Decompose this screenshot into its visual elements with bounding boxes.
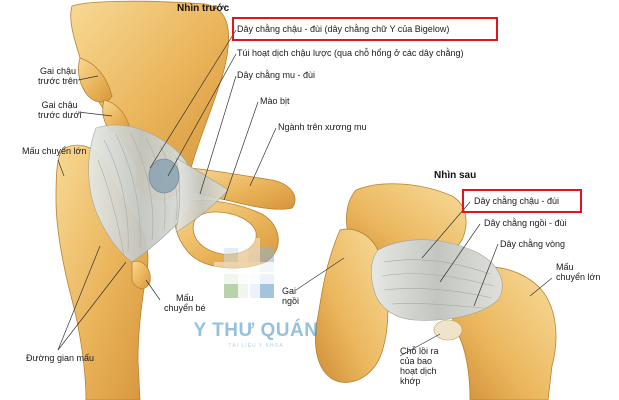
label-lesser-trochanter-line1: Mấu <box>176 293 194 303</box>
label-pubofemoral-ligament: Dây chằng mu - đùi <box>237 70 316 80</box>
label-iliofemoral-ligament-posterior: Dây chằng chậu - đùi <box>474 196 560 206</box>
asis-knob <box>78 57 113 103</box>
label-greater-trochanter-anterior: Mấu chuyển lớn <box>22 146 87 156</box>
ligament-fibres-posterior <box>381 259 495 309</box>
ischiofemoral-ligament <box>371 239 503 321</box>
label-aiis-line1: Gai chậu <box>41 100 78 110</box>
label-aiis: Gai chậu trước dưới <box>38 100 81 120</box>
highlight-box-posterior-iliofemoral <box>462 189 582 213</box>
label-greater-trochanter-posterior: Mấu chuyển lớn <box>556 262 600 282</box>
label-synovial-line3: hoạt dịch <box>400 366 437 376</box>
watermark-tagline: TÀI LIỆU Y KHOA <box>228 343 284 349</box>
leader-lines <box>57 29 553 357</box>
label-superior-pubic-ramus: Ngành trên xương mu <box>278 122 367 132</box>
highlight-box-anterior-iliofemoral <box>232 17 498 41</box>
posterior-view-art <box>315 183 557 400</box>
label-aiis-line2: trước dưới <box>38 110 82 120</box>
label-ischial-spine-line1: Gai <box>282 286 297 296</box>
label-asis-line2: trước trên <box>38 76 78 86</box>
pubofemoral-ligament <box>175 157 229 233</box>
label-greater-trochanter-posterior-line2: chuyển lớn <box>556 272 601 282</box>
label-asis: Gai chậu trước trên <box>38 66 78 86</box>
label-iliopectineal-bursa: Túi hoạt dịch chậu lược (qua chỗ hổng ở … <box>237 48 464 58</box>
watermark: Y THƯ QUÁN TÀI LIỆU Y KHOA <box>186 228 326 358</box>
watermark-brand: Y THƯ QUÁN <box>193 320 319 341</box>
label-synovial-line2: của bao <box>400 356 433 366</box>
label-ischiofemoral-ligament: Dây chằng ngồi - đùi <box>484 218 567 228</box>
posterior-view-title: Nhìn sau <box>434 170 477 181</box>
label-asis-line1: Gai chậu <box>39 66 76 76</box>
label-zona-orbicularis: Dây chằng vòng <box>500 239 566 249</box>
label-synovial-protrusion: Chỗ lồi ra của bao hoạt dịch khớp <box>400 346 439 386</box>
synovial-protrusion <box>433 319 463 341</box>
label-synovial-line1: Chỗ lồi ra <box>400 346 439 356</box>
medical-cross-icon <box>214 238 284 308</box>
label-lesser-trochanter: Mấu chuyển bé <box>164 293 206 313</box>
anterior-view-art <box>55 0 296 400</box>
lesser-trochanter <box>131 260 151 289</box>
label-ischial-spine-line2: ngồi <box>282 296 300 306</box>
anterior-view-title: Nhìn trước <box>177 3 230 14</box>
label-ischial-spine: Gai ngồi <box>282 286 299 306</box>
label-obturator-crest: Mào bịt <box>260 96 290 106</box>
label-lesser-trochanter-line2: chuyển bé <box>164 303 206 313</box>
label-synovial-line4: khớp <box>400 376 421 386</box>
label-iliofemoral-ligament-anterior: Dây chằng chậu - đùi (dây chằng chữ Y củ… <box>237 24 450 34</box>
label-intertrochanteric-line: Đường gian mấu <box>26 353 94 363</box>
label-greater-trochanter-posterior-line1: Mấu <box>556 262 574 272</box>
iliopectineal-bursa <box>148 158 180 194</box>
